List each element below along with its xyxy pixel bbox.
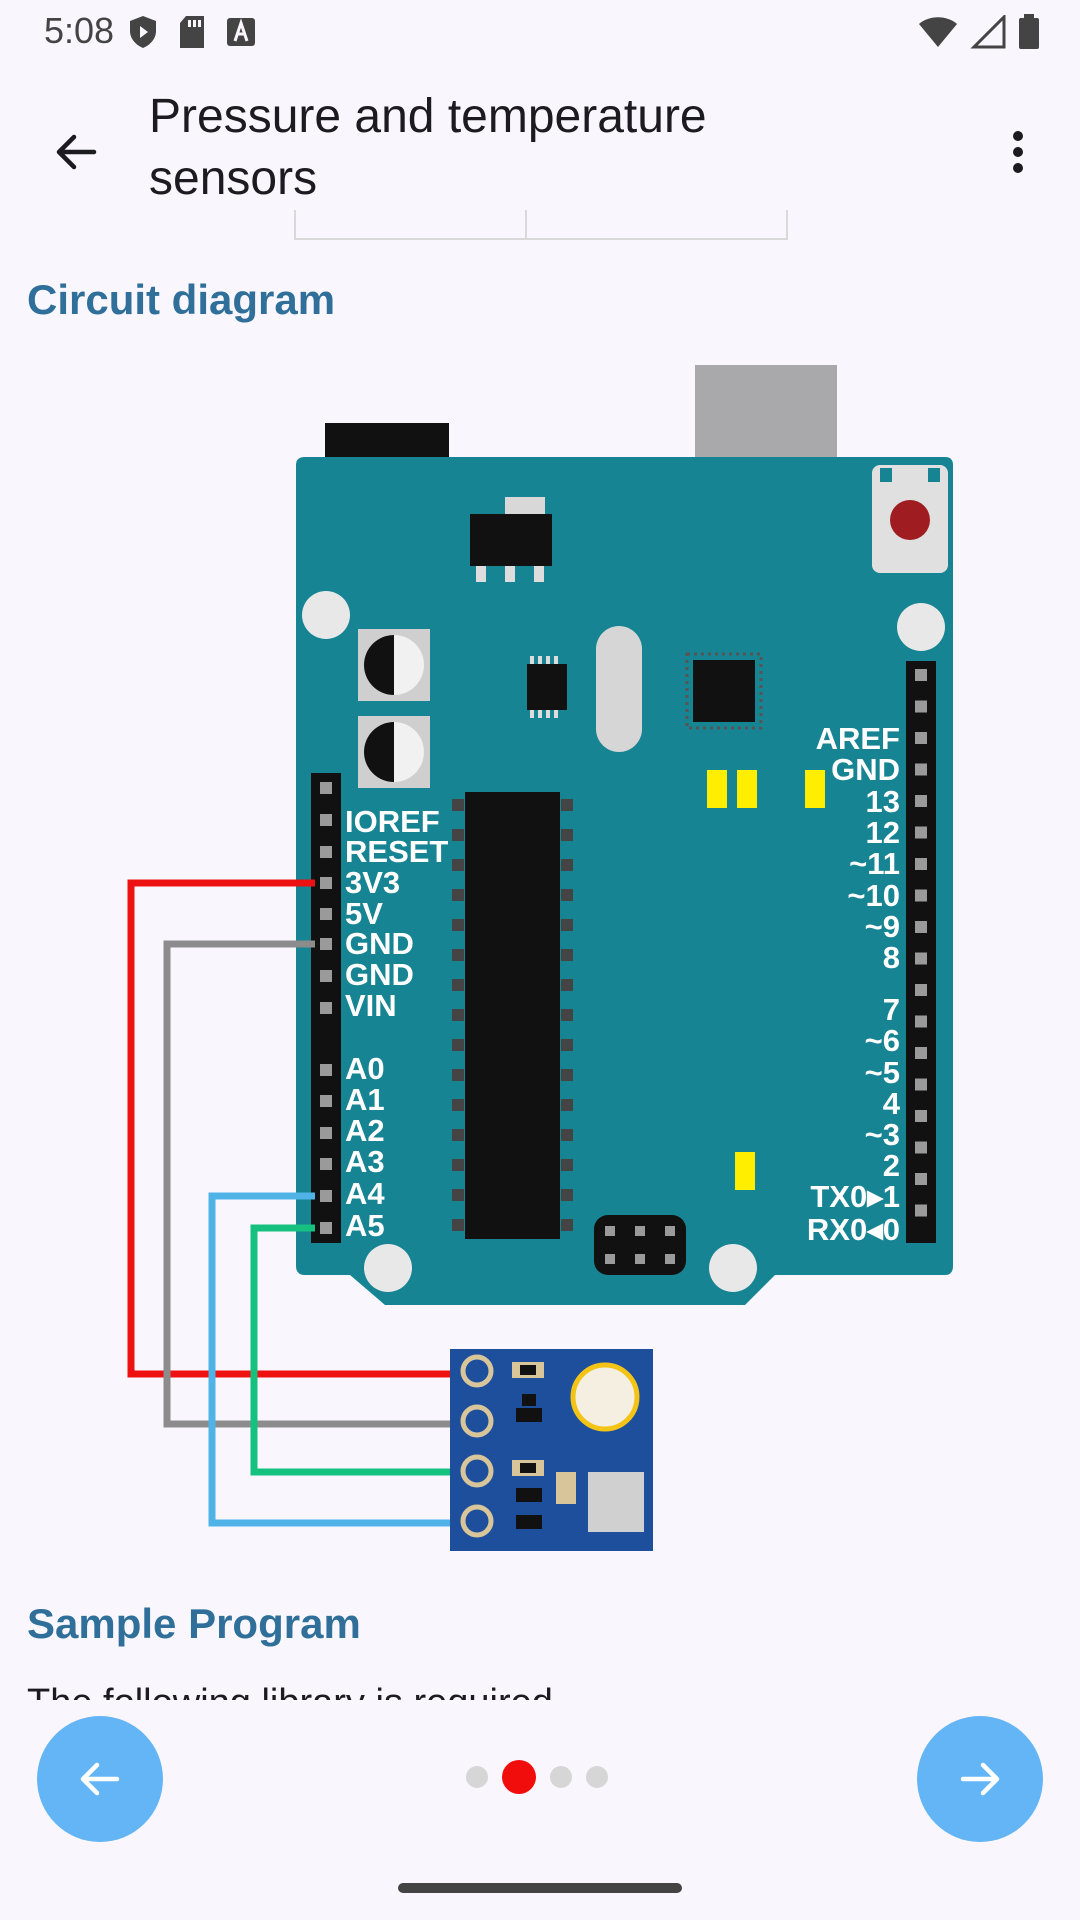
pin-label: ~11 (849, 846, 900, 881)
status-right-icons (918, 12, 1040, 52)
battery-icon (1019, 14, 1039, 49)
pin-label: RESET (345, 834, 448, 869)
status-left-icons (128, 12, 256, 52)
pin-label: ~10 (847, 878, 900, 913)
pin-label: 3V3 (345, 865, 400, 900)
pin-label: 2 (883, 1148, 900, 1183)
previous-page-button[interactable] (37, 1716, 163, 1842)
sample-program-heading: Sample Program (27, 1600, 361, 1647)
pin-label: 13 (866, 784, 900, 819)
page-indicator (466, 1760, 608, 1794)
pin-label: A4 (345, 1176, 385, 1211)
pin-label: RX0◂0 (807, 1212, 900, 1247)
pin-label: AREF (816, 721, 900, 756)
pin-label: 8 (883, 940, 900, 975)
shield-icon (130, 16, 156, 48)
pin-label: ~5 (865, 1055, 900, 1090)
page-dot-active[interactable] (502, 1760, 536, 1794)
text-a-icon (227, 18, 255, 46)
wire-scl (250, 1224, 462, 1476)
next-page-button[interactable] (917, 1716, 1043, 1842)
wire-gnd (163, 940, 462, 1428)
back-button[interactable] (40, 116, 112, 188)
wifi-icon (919, 17, 957, 47)
wire-vcc (127, 879, 462, 1378)
circuit-diagram-heading: Circuit diagram (27, 276, 336, 323)
page-dot[interactable] (550, 1766, 572, 1788)
sample-program-text-line: The following library is required (27, 1682, 1027, 1700)
pin-label: A2 (345, 1113, 385, 1148)
pin-label: TX0▸1 (810, 1179, 900, 1214)
more-vert-icon (1013, 131, 1023, 173)
arrow-back-icon (56, 134, 97, 170)
app-bar: Pressure and temperature sensors (0, 62, 1080, 232)
sd-card-icon (180, 16, 204, 48)
pin-label: A0 (345, 1051, 385, 1086)
right-pin-header (906, 661, 936, 1243)
pin-label: GND (345, 926, 414, 961)
pin-label: 4 (883, 1086, 901, 1121)
pin-label: A5 (345, 1208, 385, 1243)
arrow-right-icon (960, 1762, 1000, 1796)
pin-label: 7 (883, 992, 900, 1027)
page-dot[interactable] (466, 1766, 488, 1788)
pin-label: A3 (345, 1144, 385, 1179)
more-options-button[interactable] (982, 116, 1054, 188)
pin-label: GND (345, 957, 414, 992)
table-edge (294, 210, 788, 240)
page-dot[interactable] (586, 1766, 608, 1788)
pin-label: GND (831, 752, 900, 787)
arduino-board (296, 457, 953, 1305)
signal-icon (970, 15, 1006, 49)
pin-label: ~3 (865, 1117, 900, 1152)
sample-program-text: The following library is required (27, 1680, 1027, 1700)
wire-sda (208, 1192, 462, 1527)
home-indicator[interactable] (398, 1883, 682, 1893)
page-title: Pressure and temperature sensors (149, 90, 707, 205)
pin-label: ~9 (865, 909, 900, 944)
pin-label: 5V (345, 896, 383, 931)
pin-label: VIN (345, 988, 397, 1023)
status-bar: 5:08 (0, 0, 1080, 62)
status-time: 5:08 (44, 10, 115, 51)
arrow-left-icon (80, 1762, 120, 1796)
pin-label: ~6 (865, 1023, 900, 1058)
pin-label: 12 (866, 815, 900, 850)
pin-label: IOREF (345, 804, 440, 839)
atmega-chip (465, 792, 560, 1239)
pin-label: A1 (345, 1082, 385, 1117)
